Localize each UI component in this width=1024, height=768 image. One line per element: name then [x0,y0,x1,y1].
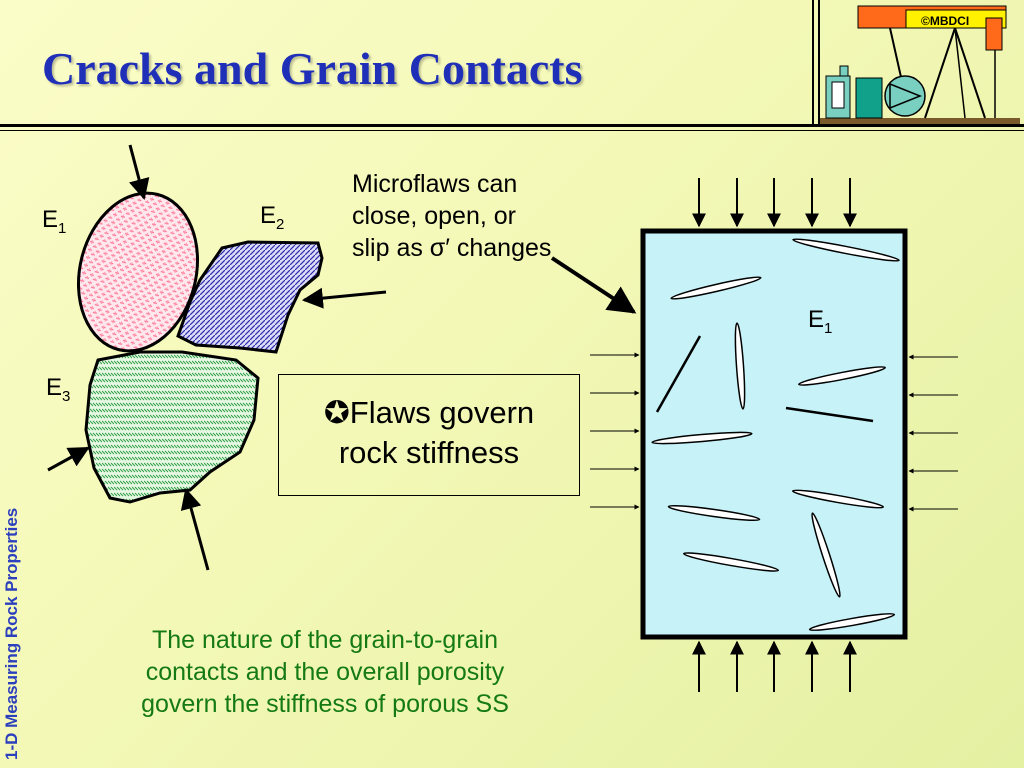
page-title: Cracks and Grain Contacts [42,43,583,94]
grain-load-arrow-bottom [180,487,210,571]
specimen-e1-label: E1 [808,306,833,337]
closed-crack-1 [655,335,702,413]
logo-label: ©MBDCI [921,14,970,28]
grain-e2 [176,240,324,354]
logo-divider [812,0,814,127]
microflaw-pointer-arrow [550,256,637,314]
grain-e3-label: E3 [46,374,71,405]
grain-load-arrow-right [301,287,387,309]
bottom-load-arrows [692,640,857,692]
closed-crack-2 [785,406,874,423]
grain-load-arrow-top [128,144,150,201]
logo-divider-2 [818,0,820,127]
oil-pump-logo-icon [820,5,1020,124]
microflaws-note: Microflaws can close, open, or slip as σ… [352,170,552,262]
caption: The nature of the grain-to-grain contact… [141,626,509,718]
header-rule [0,124,1024,127]
header-rule-thin [0,130,1024,131]
microcracks [651,238,900,631]
grain-load-arrow-left [47,446,90,472]
right-confining-arrows [908,354,958,512]
grain-e2-label: E2 [260,202,285,233]
rock-specimen [640,228,908,640]
flaws-line-2: rock stiffness [338,435,520,470]
top-load-arrows [692,178,857,228]
flaws-govern-box: ✪Flaws govern rock stiffness [278,374,580,496]
left-confining-arrows [590,352,640,510]
grain-e1-label: E1 [42,206,67,237]
grain-e1 [76,191,200,353]
flaws-line-1: ✪Flaws govern [323,395,535,430]
grain-e3 [84,350,260,504]
